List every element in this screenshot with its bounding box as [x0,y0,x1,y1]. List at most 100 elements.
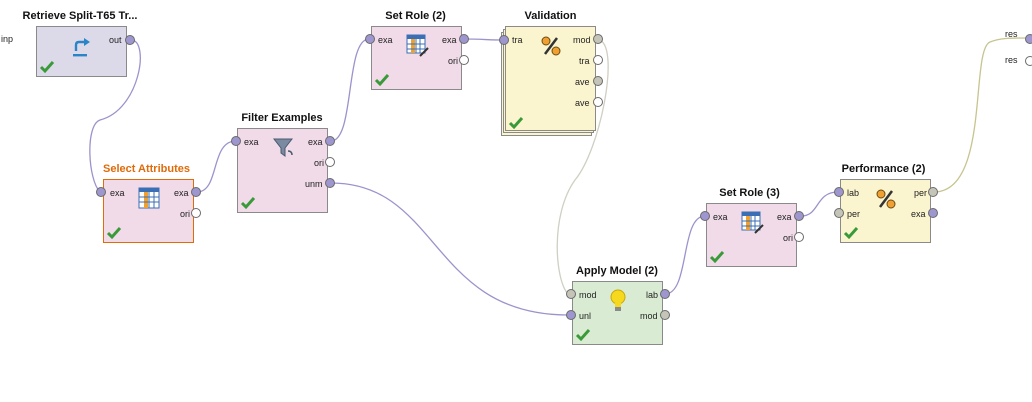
wire-setrole2-to-validation[interactable] [464,38,503,41]
retrieve-operator-title[interactable]: Retrieve Split-T65 Tr... [22,10,138,22]
select-attributes-operator[interactable]: exa exa ori [103,179,194,243]
validation-output-tra[interactable] [593,55,603,65]
checkmark-icon [39,61,55,74]
apply-model-2-input-unl[interactable] [566,310,576,320]
set-role-3-output-exa[interactable] [794,211,804,221]
checkmark-icon [843,227,859,240]
port-label-ave-2: ave [575,98,590,108]
retrieve-arrow-icon [73,38,90,57]
table-edit-icon [741,211,764,234]
wire-apply-to-setrole3[interactable] [664,215,706,295]
wire-filter-to-setrole2[interactable] [330,38,370,142]
validation-output-mod[interactable] [593,34,603,44]
apply-model-2-output-mod[interactable] [660,310,670,320]
port-label-mod: mod [573,35,591,45]
port-label-per-in: per [847,209,861,219]
checkmark-icon [374,74,390,87]
set-role-3-operator-title[interactable]: Set Role (3) [719,187,780,199]
select-attributes-input-exa[interactable] [96,187,106,197]
wire-setrole3-to-performance[interactable] [800,191,839,217]
filter-examples-operator-title[interactable]: Filter Examples [241,112,323,124]
port-label-tra-in: tra [512,35,523,45]
wire-filter-unm-to-apply[interactable] [330,182,569,316]
checkmark-icon [709,251,725,264]
apply-model-2-input-mod[interactable] [566,289,576,299]
set-role-3-operator[interactable]: exa exa ori [706,203,797,267]
retrieve-output-port[interactable] [125,35,135,45]
percent-icon [541,36,561,56]
port-label-exa-in: exa [378,35,393,45]
port-label-ave-1: ave [575,77,590,87]
set-role-2-input-exa[interactable] [365,34,375,44]
result-port-2[interactable] [1025,56,1032,66]
port-label-exa-in: exa [110,188,125,198]
process-input-port-label: inp [1,34,14,44]
port-label-lab: lab [646,290,659,300]
port-label-ori: ori [448,56,459,66]
port-label-exa-out: exa [777,212,792,222]
set-role-3-output-ori[interactable] [794,232,804,242]
result-port-1-label: res [1005,29,1018,39]
port-label-exa-out: exa [442,35,457,45]
port-label-mod-in: mod [579,290,597,300]
performance-2-input-lab[interactable] [834,187,844,197]
wire-select-to-filter[interactable] [196,140,237,193]
port-label-ori: ori [180,209,191,219]
apply-model-2-output-lab[interactable] [660,289,670,299]
port-label-unm: unm [305,179,323,189]
apply-model-2-operator[interactable]: mod unl lab mod [572,281,663,345]
lightbulb-icon [610,289,626,311]
port-label-exa-in: exa [244,137,259,147]
performance-2-operator[interactable]: lab per per exa [840,179,931,243]
set-role-2-operator[interactable]: exa exa ori [371,26,462,90]
filter-examples-operator[interactable]: exa exa ori unm [237,128,328,213]
retrieve-operator[interactable]: out [36,26,127,77]
select-attributes-output-exa[interactable] [191,187,201,197]
port-label-out: out [109,35,122,45]
port-label-tra-out: tra [579,56,590,66]
performance-2-output-per[interactable] [928,187,938,197]
wire-performance-to-result[interactable] [933,37,1028,193]
set-role-2-output-ori[interactable] [459,55,469,65]
select-attributes-operator-title[interactable]: Select Attributes [102,163,190,175]
table-icon [138,187,160,209]
checkmark-icon [575,329,591,342]
select-attributes-output-ori[interactable] [191,208,201,218]
checkmark-icon [240,197,256,210]
filter-examples-output-unm[interactable] [325,178,335,188]
port-label-exa-out: exa [308,137,323,147]
checkmark-icon [508,117,524,130]
wire-validation-mod-to-apply[interactable] [556,39,609,295]
performance-2-output-exa[interactable] [928,208,938,218]
apply-model-2-operator-title[interactable]: Apply Model (2) [576,265,658,277]
wire-retrieve-to-select[interactable] [89,39,141,193]
port-label-ori: ori [314,158,325,168]
port-label-lab: lab [847,188,860,198]
port-label-ori: ori [783,233,794,243]
filter-examples-output-exa[interactable] [325,136,335,146]
result-port-1[interactable] [1025,34,1032,44]
validation-operator-title[interactable]: Validation [524,10,577,22]
port-label-exa: exa [911,209,926,219]
performance-2-operator-title[interactable]: Performance (2) [841,163,926,175]
filter-examples-output-ori[interactable] [325,157,335,167]
filter-examples-input-exa[interactable] [231,136,241,146]
validation-output-ave-1[interactable] [593,76,603,86]
funnel-icon [272,138,294,157]
port-label-mod-out: mod [640,311,658,321]
port-label-exa-out: exa [174,188,189,198]
validation-output-ave-2[interactable] [593,97,603,107]
validation-input-tra[interactable] [499,35,509,45]
set-role-2-operator-title[interactable]: Set Role (2) [385,10,446,22]
port-label-per-out: per [914,188,928,198]
performance-2-input-per[interactable] [834,208,844,218]
result-port-2-label: res [1005,55,1018,65]
port-label-exa-in: exa [713,212,728,222]
percent-icon [876,189,896,209]
checkmark-icon [106,227,122,240]
set-role-2-output-exa[interactable] [459,34,469,44]
validation-operator[interactable]: tra mod tra ave ave [505,26,596,131]
set-role-3-input-exa[interactable] [700,211,710,221]
